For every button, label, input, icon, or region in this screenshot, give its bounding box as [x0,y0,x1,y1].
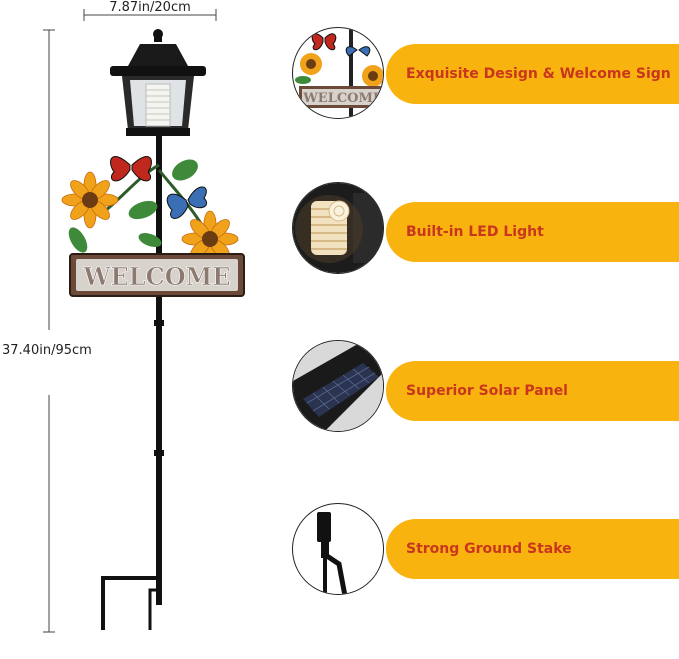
feature-pill-design: Exquisite Design & Welcome Sign [386,44,679,104]
dimension-lines [43,9,217,633]
feature-pill-stake: Strong Ground Stake [386,519,679,579]
feature-label-solar: Superior Solar Panel [406,383,568,399]
blue-butterfly [166,186,208,219]
sunflower-left [61,171,119,229]
lantern [110,29,206,136]
closeup-sign-text: WELCOME [302,91,383,106]
feature-pill-led: Built-in LED Light [386,202,679,262]
red-butterfly [110,156,152,182]
height-dimension-label: 37.40in/95cm [2,343,92,358]
width-dimension-label: 7.87in/20cm [109,0,191,15]
feature-label-design: Exquisite Design & Welcome Sign [406,66,671,82]
feature-pill-solar: Superior Solar Panel [386,361,679,421]
welcome-sign: WELCOME [69,253,245,297]
solar-panel-closeup-icon [292,340,384,432]
solar-lamp-product-illustration: WELCOME [43,9,245,633]
led-light-closeup-icon [292,182,384,274]
welcome-sign-text: WELCOME [83,262,231,291]
ground-stake-closeup-icon [292,503,384,595]
feature-label-stake: Strong Ground Stake [406,541,572,557]
feature-label-led: Built-in LED Light [406,224,544,240]
welcome-sign-closeup-icon: WELCOME [292,27,384,119]
